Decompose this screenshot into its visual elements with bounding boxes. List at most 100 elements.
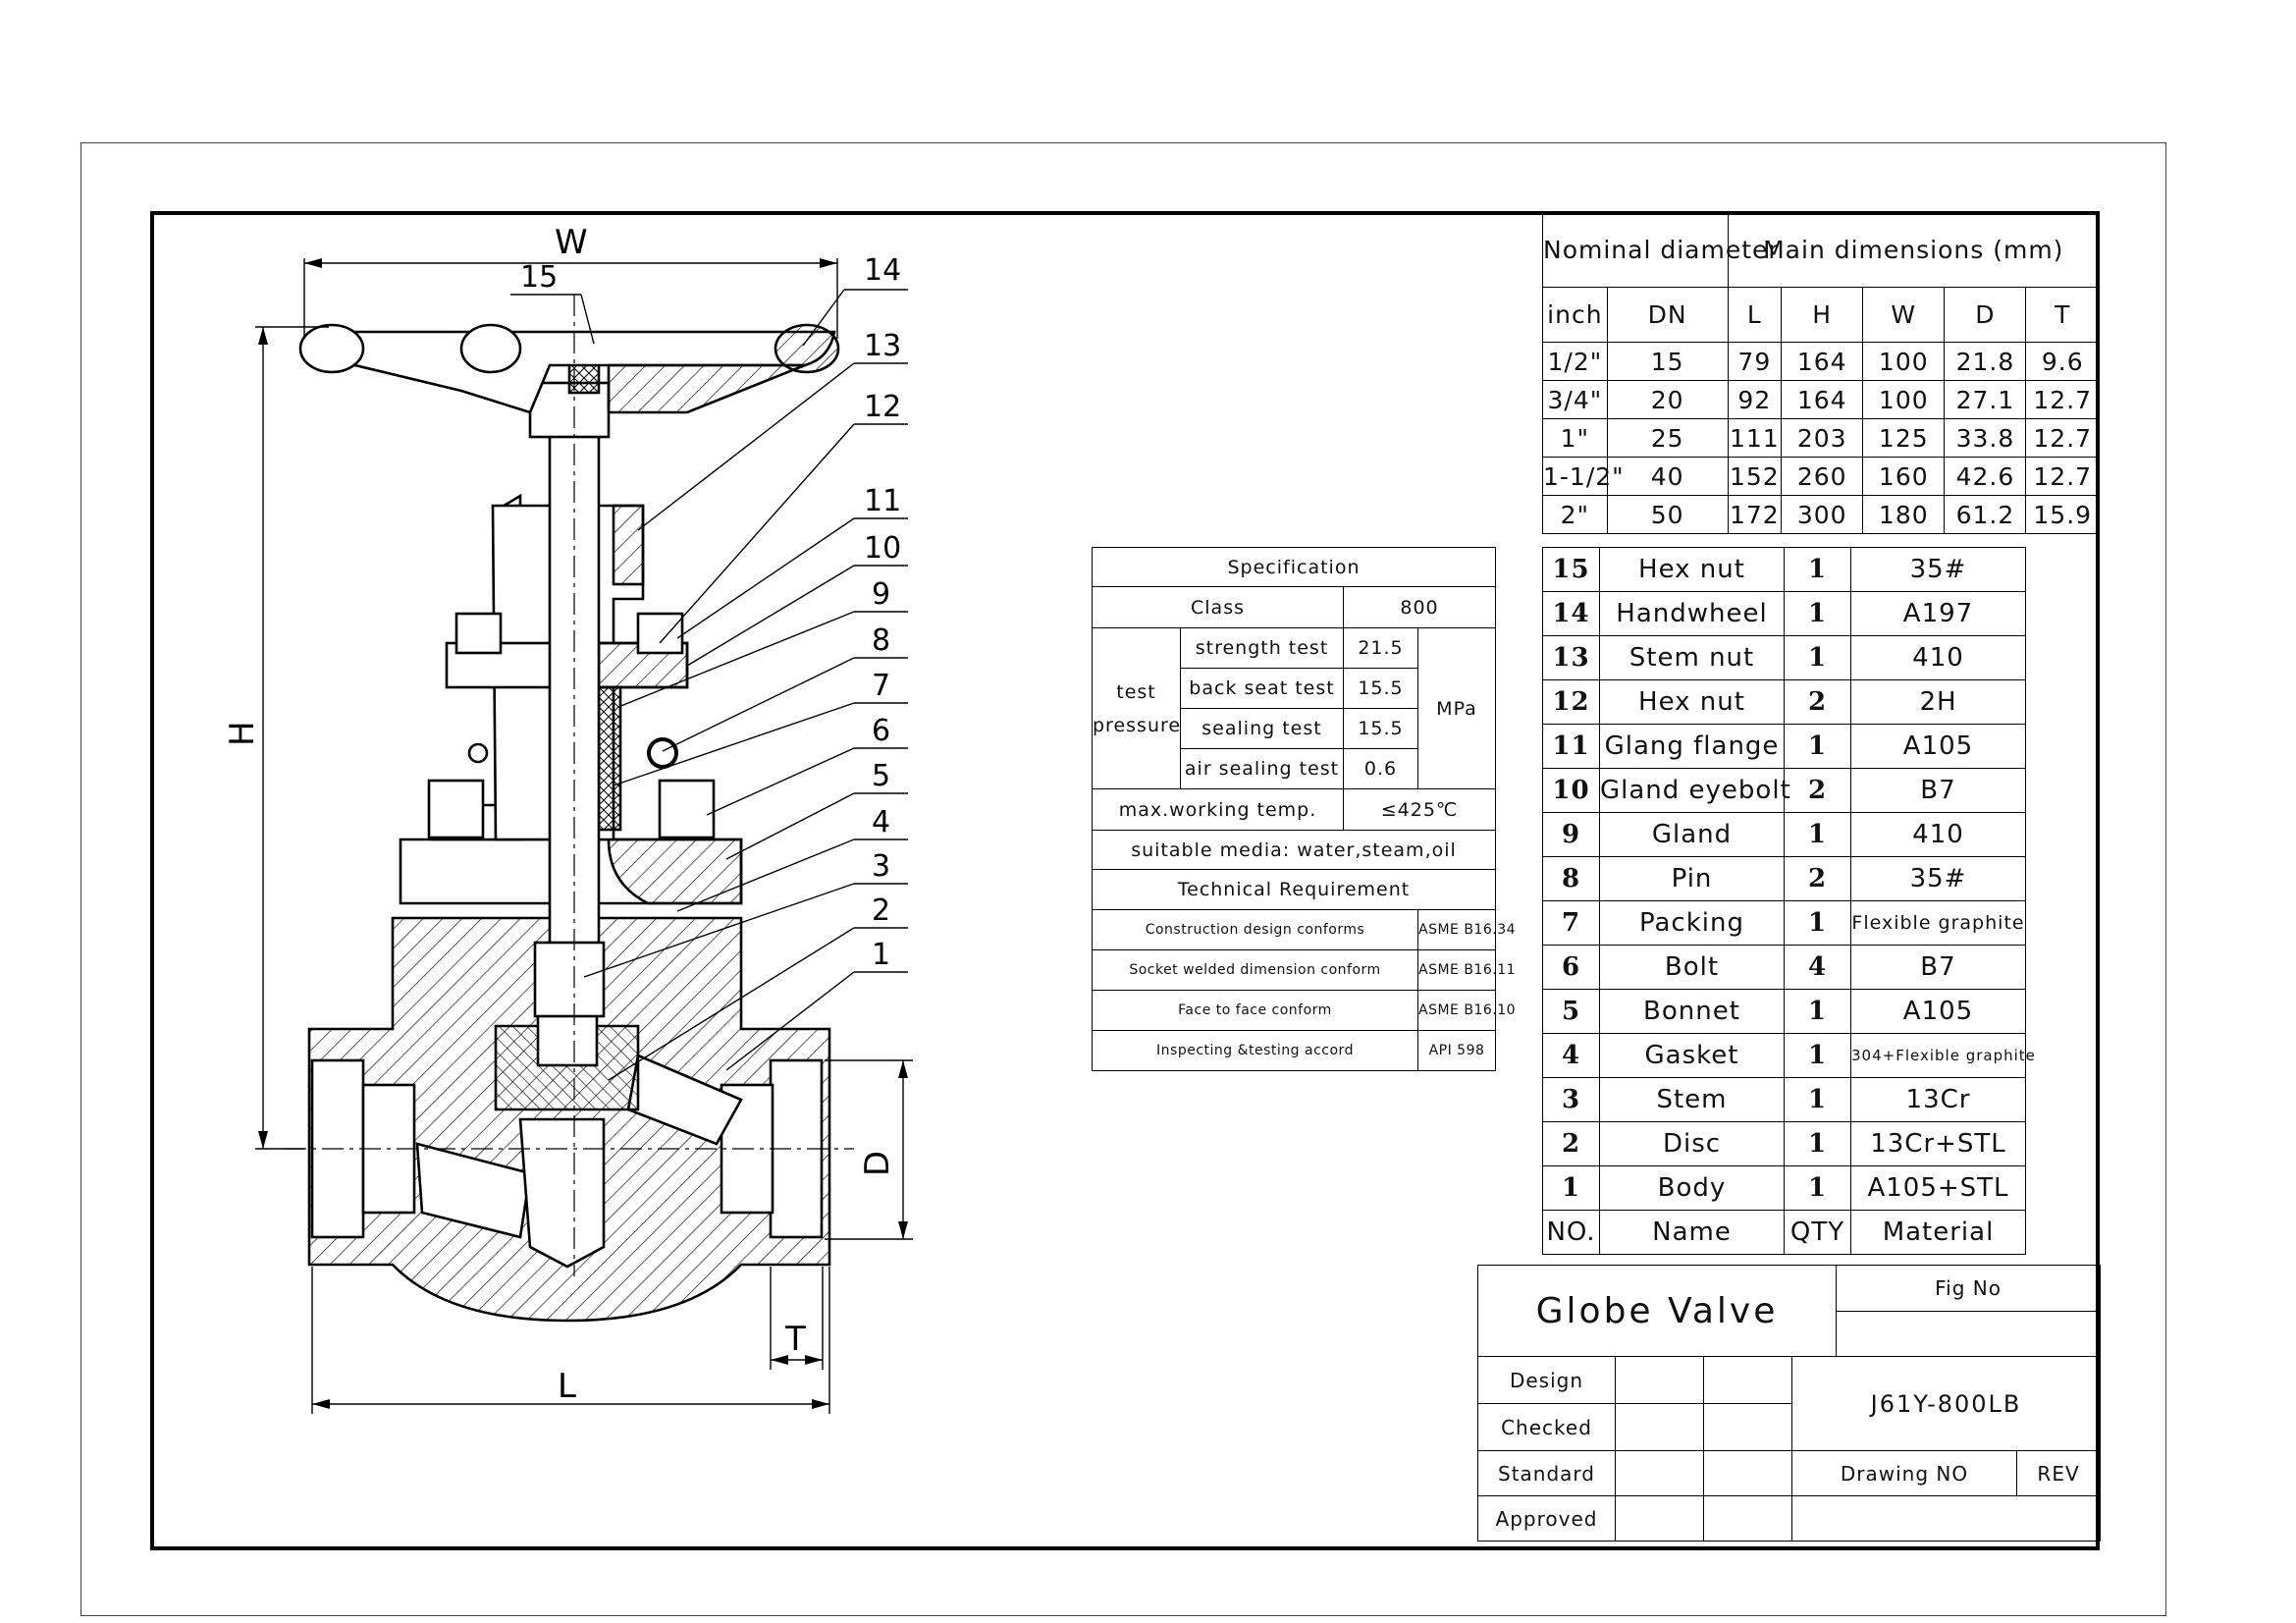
role-checked: Checked bbox=[1477, 1403, 1616, 1451]
callout-3: 3 bbox=[872, 849, 890, 884]
part-name: Pin bbox=[1599, 856, 1785, 901]
part-qty: 1 bbox=[1784, 1121, 1851, 1166]
part-name: Stem bbox=[1599, 1077, 1785, 1122]
dimension-cell: 20 bbox=[1606, 380, 1729, 419]
dim-label-h: H bbox=[223, 721, 262, 746]
part-material: B7 bbox=[1850, 768, 2026, 813]
header-nominal-diameter: Nominal diameter bbox=[1542, 211, 1779, 288]
part-qty: 1 bbox=[1784, 1165, 1851, 1211]
drawing-frame bbox=[150, 211, 2100, 1550]
model-number: J61Y-800LB bbox=[1790, 1356, 2102, 1451]
class-label: Class bbox=[1092, 586, 1344, 628]
requirement-name: Face to face conform bbox=[1092, 990, 1418, 1031]
part-number: 9 bbox=[1542, 812, 1600, 857]
part-material: 35# bbox=[1850, 856, 2026, 901]
parts-header-cell: NO. bbox=[1542, 1210, 1600, 1255]
part-number: 14 bbox=[1542, 591, 1600, 636]
dimension-cell: 164 bbox=[1781, 342, 1864, 381]
part-number: 11 bbox=[1542, 724, 1600, 769]
dimension-cell: 50 bbox=[1606, 495, 1729, 534]
parts-header-cell: Material bbox=[1850, 1210, 2026, 1255]
dimension-column-header: W bbox=[1862, 287, 1946, 343]
part-material: Flexible graphite bbox=[1850, 900, 2026, 946]
callout-10: 10 bbox=[864, 531, 901, 566]
part-name: Hex nut bbox=[1599, 547, 1785, 592]
test-value: 15.5 bbox=[1343, 708, 1418, 749]
part-material: 13Cr+STL bbox=[1850, 1121, 2026, 1166]
part-qty: 1 bbox=[1784, 724, 1851, 769]
part-material: B7 bbox=[1850, 945, 2026, 990]
dimension-column-header: T bbox=[2025, 287, 2100, 343]
callout-9: 9 bbox=[872, 577, 890, 612]
part-name: Glang flange bbox=[1599, 724, 1785, 769]
dimension-cell: 27.1 bbox=[1944, 380, 2027, 419]
part-material: A105+STL bbox=[1850, 1165, 2026, 1211]
dimension-cell: 33.8 bbox=[1944, 418, 2027, 458]
rev-label: REV bbox=[2016, 1450, 2102, 1496]
dimension-column-header: L bbox=[1727, 287, 1783, 343]
part-number: 2 bbox=[1542, 1121, 1600, 1166]
tech-req-title: Technical Requirement bbox=[1092, 869, 1496, 910]
requirement-name: Inspecting &testing accord bbox=[1092, 1030, 1418, 1071]
dimension-cell: 9.6 bbox=[2025, 342, 2100, 381]
callout-4: 4 bbox=[872, 805, 890, 839]
part-qty: 2 bbox=[1784, 768, 1851, 813]
callout-5: 5 bbox=[872, 759, 890, 793]
dim-label-t: T bbox=[784, 1320, 806, 1359]
requirement-value: ASME B16.10 bbox=[1417, 990, 1516, 1031]
max-temp-value: ≤425℃ bbox=[1343, 788, 1496, 831]
dimension-cell: 79 bbox=[1727, 342, 1783, 381]
dimension-cell: 1/2" bbox=[1542, 342, 1608, 381]
part-name: Gland bbox=[1599, 812, 1785, 857]
test-name: back seat test bbox=[1180, 668, 1344, 709]
part-number: 6 bbox=[1542, 945, 1600, 990]
dimension-cell: 111 bbox=[1727, 418, 1783, 458]
class-value: 800 bbox=[1343, 586, 1496, 628]
callout-1: 1 bbox=[872, 938, 890, 972]
dimension-column-header: H bbox=[1781, 287, 1864, 343]
requirement-value: ASME B16.34 bbox=[1417, 909, 1516, 950]
part-number: 10 bbox=[1542, 768, 1600, 813]
dimension-cell: 92 bbox=[1727, 380, 1783, 419]
dim-label-d: D bbox=[858, 1151, 897, 1176]
part-name: Gland eyebolt bbox=[1599, 768, 1790, 813]
callout-14: 14 bbox=[864, 253, 901, 288]
role-standard: Standard bbox=[1477, 1450, 1616, 1496]
dimension-cell: 15.9 bbox=[2025, 495, 2100, 534]
part-material: 410 bbox=[1850, 812, 2026, 857]
dimension-cell: 125 bbox=[1862, 418, 1946, 458]
suitable-media: suitable media: water,steam,oil bbox=[1092, 830, 1496, 870]
dimension-cell: 203 bbox=[1781, 418, 1864, 458]
outer-border bbox=[80, 142, 2166, 1616]
title-block: Globe Valve Fig No Design J61Y-800LB Che… bbox=[1476, 1265, 2102, 1542]
test-value: 15.5 bbox=[1343, 668, 1418, 709]
callout-15: 15 bbox=[520, 260, 558, 295]
header-main-dimensions: Main dimensions (mm) bbox=[1727, 211, 2101, 288]
callout-13: 13 bbox=[864, 329, 901, 363]
dimension-cell: 164 bbox=[1781, 380, 1864, 419]
parts-header-cell: QTY bbox=[1784, 1210, 1851, 1255]
fig-no-value bbox=[1836, 1311, 2102, 1357]
part-name: Bolt bbox=[1599, 945, 1785, 990]
dimension-cell: 42.6 bbox=[1944, 457, 2027, 496]
part-number: 13 bbox=[1542, 635, 1600, 680]
parts-header-cell: Name bbox=[1599, 1210, 1785, 1255]
part-number: 8 bbox=[1542, 856, 1600, 901]
specification-table: Specification Class 800 test pressure st… bbox=[1092, 547, 1516, 1071]
requirement-name: Socket welded dimension conform bbox=[1092, 949, 1418, 991]
callout-7: 7 bbox=[872, 669, 890, 703]
part-qty: 2 bbox=[1784, 856, 1851, 901]
